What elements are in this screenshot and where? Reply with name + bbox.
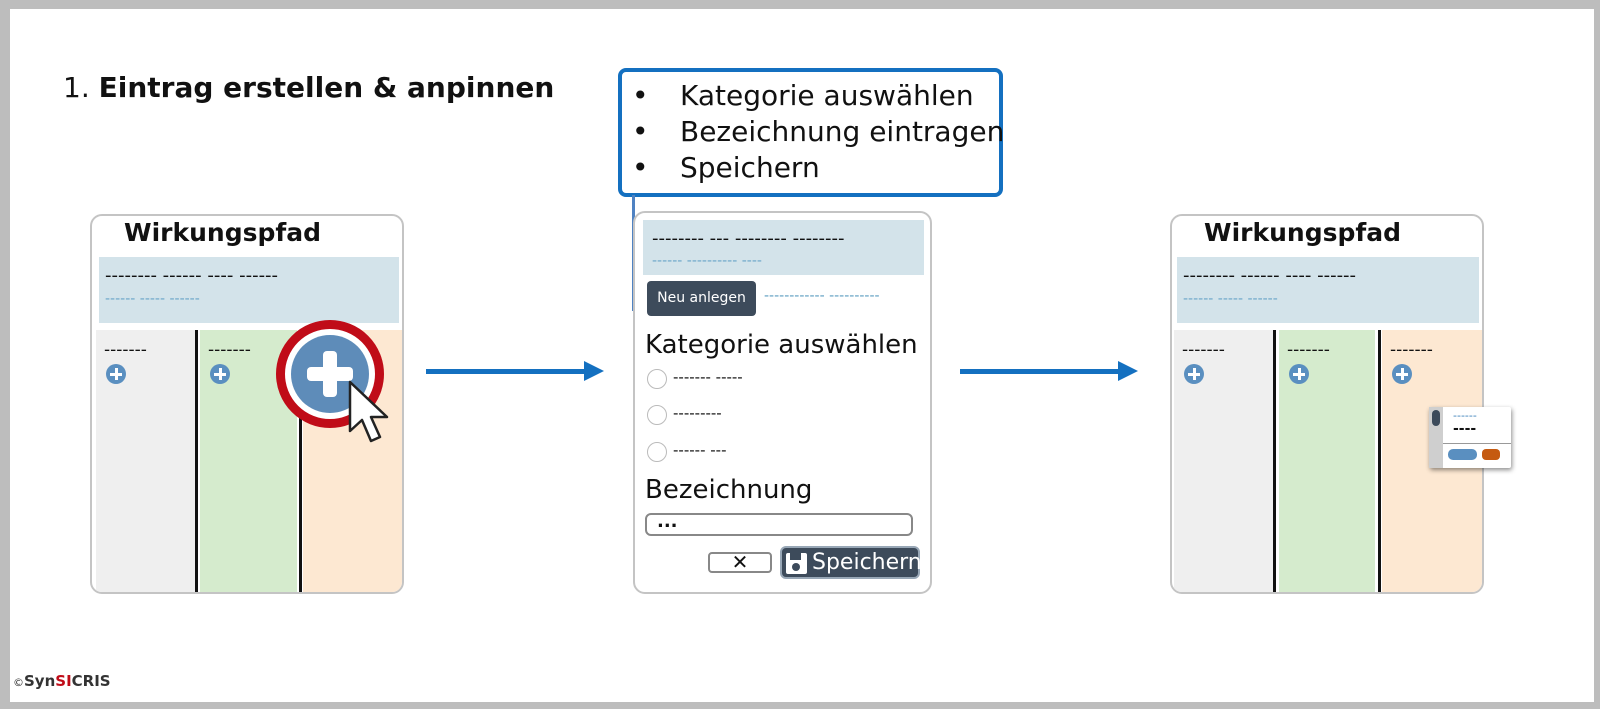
column-divider [1378,330,1381,592]
column-label: ------- [104,340,147,360]
name-input[interactable]: ... [645,513,913,536]
arrow-right-icon [584,361,604,381]
arrow-right-icon [960,369,1120,374]
column-grey: ------- [1174,330,1273,592]
radio-button[interactable] [647,442,667,462]
instruction-callout: •Kategorie auswählen •Bezeichnung eintra… [618,68,1004,197]
new-entry-button[interactable]: Neu anlegen [647,281,756,316]
column-label: ------- [1390,340,1433,360]
save-button[interactable]: Speichern [780,546,922,579]
instruction-item: •Speichern [632,151,820,184]
arrow-right-icon [1118,361,1138,381]
radio-button[interactable] [647,405,667,425]
pinned-entry-card[interactable]: ------ ---- [1429,407,1511,468]
plus-circle-icon[interactable] [1392,364,1412,384]
card-tag [1482,449,1500,460]
mouse-pointer-icon [348,380,389,443]
new-entry-hint: ------------ ---------- [764,288,880,304]
instruction-item: •Kategorie auswählen [632,79,974,112]
step-title: Eintrag erstellen & anpinnen [98,71,555,104]
card-divider [1443,443,1511,444]
info-box: -------- ------ ---- ------ ------ -----… [99,257,399,323]
info-box: -------- --- -------- -------- ------ --… [643,220,924,275]
close-icon: ✕ [731,550,749,574]
info-sub-text: ------ ----- ------ [1183,291,1278,307]
info-main-text: -------- --- -------- -------- [652,228,845,249]
instruction-item: •Bezeichnung eintragen [632,115,1005,148]
floppy-disk-icon [786,553,807,574]
step-number: 1. [63,71,90,104]
column-label: ------- [1182,340,1225,360]
save-label: Speichern [812,550,922,575]
panel-after: Wirkungspfad -------- ------ ---- ------… [1170,214,1484,594]
info-box: -------- ------ ---- ------ ------ -----… [1177,257,1479,323]
card-category: ------ [1453,409,1477,422]
plus-circle-icon[interactable] [106,364,126,384]
column-divider [195,330,198,592]
option-label: ------- ----- [673,368,743,386]
info-main-text: -------- ------ ---- ------ [105,265,279,286]
column-green: ------- [1279,330,1375,592]
panel-form: -------- --- -------- -------- ------ --… [633,211,932,594]
info-main-text: -------- ------ ---- ------ [1183,265,1357,286]
column-label: ------- [1287,340,1330,360]
column-divider [299,330,302,592]
arrow-right-icon [426,369,586,374]
cancel-button[interactable]: ✕ [708,552,772,573]
copyright-logo: ©SynSICRIS [13,672,111,690]
instruction-list: •Kategorie auswählen •Bezeichnung eintra… [632,78,1004,186]
card-title: ---- [1453,421,1477,437]
column-grey: ------- [96,330,195,592]
step-heading: 1. Eintrag erstellen & anpinnen [63,71,554,104]
column-label: ------- [208,340,251,360]
option-label: ------ --- [673,441,727,459]
drag-handle[interactable] [1432,410,1440,426]
panel-title: Wirkungspfad [1204,218,1402,247]
name-heading: Bezeichnung [645,475,813,505]
category-heading: Kategorie auswählen [645,330,918,360]
info-sub-text: ------ ---------- ---- [652,253,762,269]
slide-canvas: 1. Eintrag erstellen & anpinnen •Kategor… [10,9,1594,702]
plus-circle-icon[interactable] [1184,364,1204,384]
radio-button[interactable] [647,369,667,389]
panel-title: Wirkungspfad [124,218,322,247]
plus-circle-icon[interactable] [210,364,230,384]
panel-before: Wirkungspfad -------- ------ ---- ------… [90,214,404,594]
plus-circle-icon[interactable] [1289,364,1309,384]
card-tag [1448,449,1477,460]
option-label: --------- [673,404,722,422]
info-sub-text: ------ ----- ------ [105,291,200,307]
column-divider [1273,330,1276,592]
